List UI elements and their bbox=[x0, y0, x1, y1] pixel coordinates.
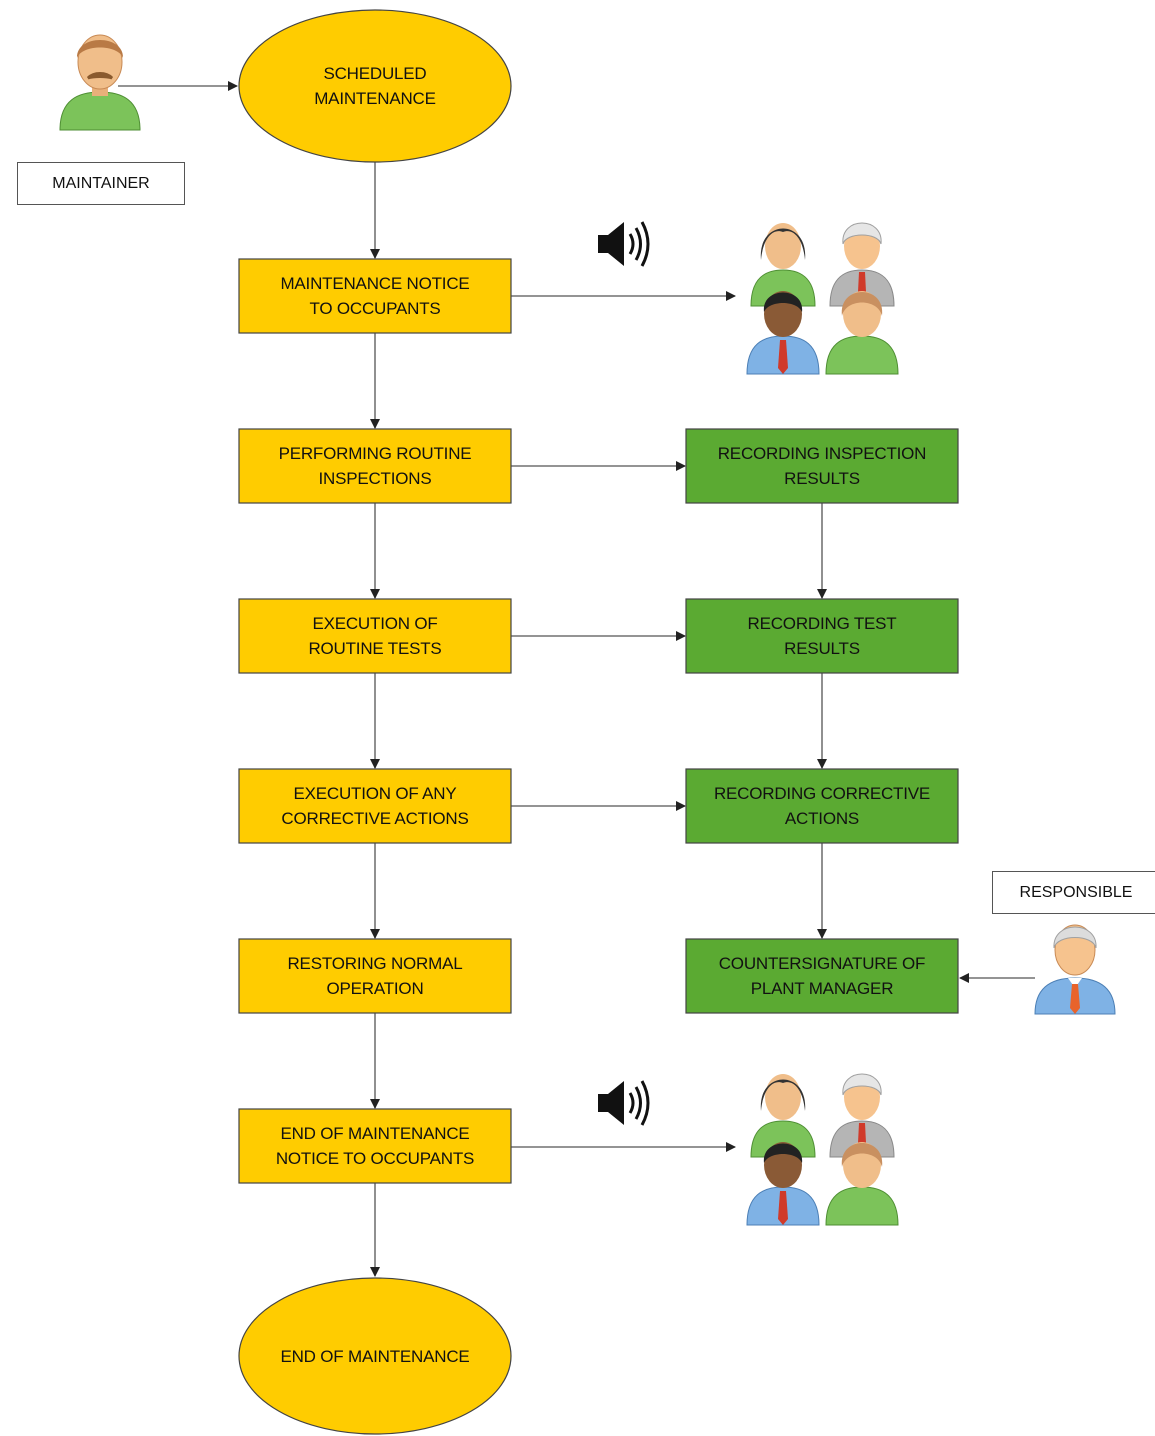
rec-inspect-box bbox=[685, 428, 959, 504]
end-ellipse bbox=[238, 1277, 512, 1435]
person-manager-icon bbox=[1034, 924, 1116, 1015]
restore-box bbox=[238, 938, 512, 1014]
tests-box bbox=[238, 598, 512, 674]
person-mustache-icon bbox=[59, 34, 141, 131]
notice-box bbox=[238, 258, 512, 334]
corrective-box bbox=[238, 768, 512, 844]
speaker-icon bbox=[598, 221, 650, 267]
inspect-box bbox=[238, 428, 512, 504]
end-node-label: END OF MAINTENANCE bbox=[280, 1346, 470, 1366]
occupants-group-icon bbox=[746, 1073, 899, 1226]
countersign-box bbox=[685, 938, 959, 1014]
rec-test-box bbox=[685, 598, 959, 674]
endnotice-box bbox=[238, 1108, 512, 1184]
start-ellipse bbox=[238, 9, 512, 163]
maintainer-role-label: MAINTAINER bbox=[17, 162, 185, 205]
responsible-role-label: RESPONSIBLE bbox=[992, 871, 1155, 914]
speaker-icon bbox=[598, 1080, 650, 1126]
occupants-group-icon bbox=[746, 222, 899, 375]
rec-corrective-box bbox=[685, 768, 959, 844]
